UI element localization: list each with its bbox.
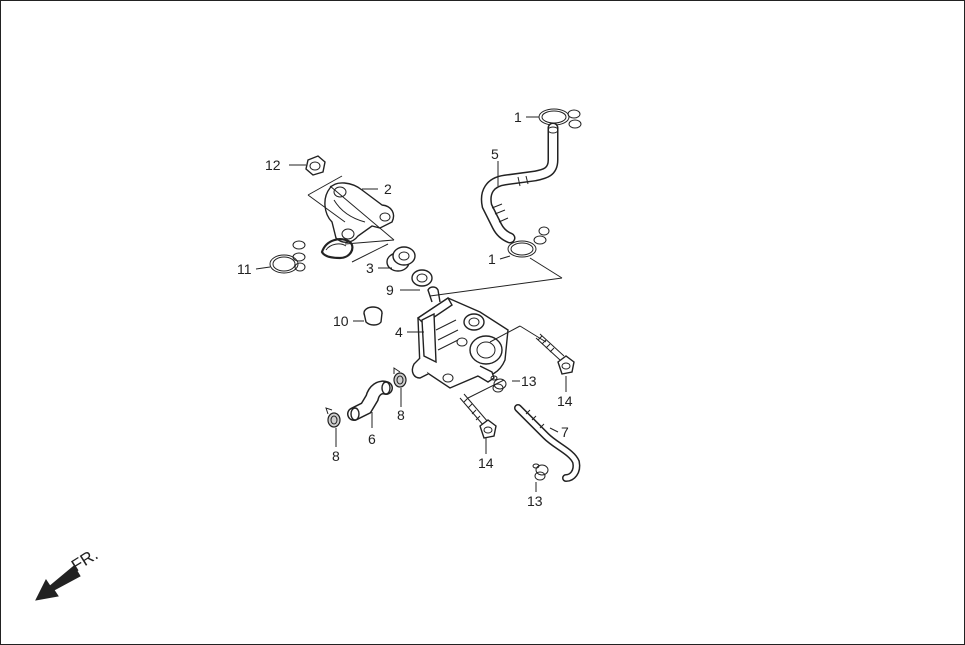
part-12-nut: [305, 155, 326, 176]
callout-14-lower: 14: [478, 455, 494, 471]
callout-12: 12: [265, 157, 281, 173]
part-1-o-rings-top: [538, 108, 582, 129]
part-10-cap: [363, 306, 383, 326]
part-1-o-rings-mid: [507, 226, 550, 258]
callout-13-upper: 13: [521, 373, 537, 389]
callout-3: 3: [366, 260, 374, 276]
callout-14-right: 14: [557, 393, 573, 409]
callout-labels: 1 1 2 3 4 5 6 7 8 8 9 10 11 12 13 13 14 …: [237, 109, 573, 509]
part-3-collar: [386, 246, 416, 272]
callout-13-lower: 13: [527, 493, 543, 509]
leader-lines: [255, 116, 567, 492]
callout-9: 9: [386, 282, 394, 298]
callout-5: 5: [491, 146, 499, 162]
callout-2: 2: [384, 181, 392, 197]
callout-1-mid: 1: [488, 251, 496, 267]
part-14-bolt-lower: [459, 393, 497, 439]
part-5-pipe: [480, 122, 559, 244]
part-4-pump-body: [411, 286, 509, 389]
part-7-hose: [514, 404, 581, 482]
part-8-clamp-b: [393, 367, 407, 388]
callout-8-right: 8: [397, 407, 405, 423]
part-13-clamp-upper: [490, 375, 507, 393]
part-2-bracket: [324, 182, 395, 243]
part-6-elbow-hose: [347, 380, 393, 421]
callout-4: 4: [395, 324, 403, 340]
callout-6: 6: [368, 431, 376, 447]
part-11-o-rings: [269, 240, 306, 274]
part-13-clamp-lower: [532, 463, 549, 481]
callout-10: 10: [333, 313, 349, 329]
part-9-washer: [411, 269, 433, 287]
part-2-clip: [320, 238, 354, 260]
callout-11: 11: [237, 261, 252, 277]
part-14-bolt-right: [535, 333, 575, 375]
front-arrow-icon: [35, 565, 81, 601]
callout-1-top: 1: [514, 109, 522, 125]
callout-7: 7: [561, 424, 569, 440]
part-8-clamp-a: [325, 407, 341, 428]
front-direction-indicator: FR.: [35, 545, 101, 601]
callout-8-left: 8: [332, 448, 340, 464]
